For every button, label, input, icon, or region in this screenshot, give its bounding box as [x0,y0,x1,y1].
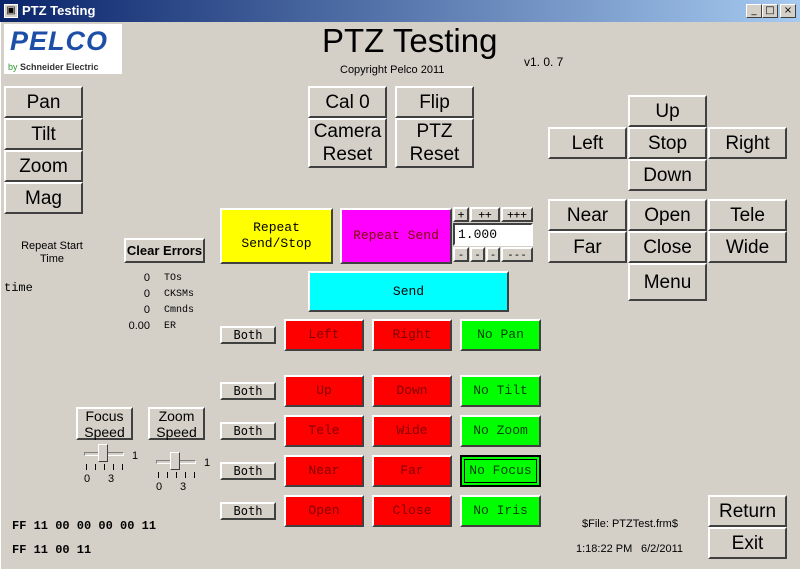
version: v1. 0. 7 [524,55,564,69]
focus-slider-thumb[interactable] [98,444,108,462]
iris-close-button[interactable]: Close [372,495,452,527]
decrement-medium-button[interactable]: - [470,247,485,262]
wide-button[interactable]: Wide [708,231,787,263]
cal-button[interactable]: Cal 0 [308,86,387,118]
pan-left-button[interactable]: Left [284,319,364,351]
stat-cmnds-label: Cmnds [164,305,195,316]
stat-cksms-label: CKSMs [164,289,195,300]
no-iris-button[interactable]: No Iris [460,495,541,527]
stat-cmnds-value: 0 [143,304,150,316]
left-button[interactable]: Left [548,127,627,159]
tele-button[interactable]: Tele [708,199,787,231]
decrement-medium2-button[interactable]: - [486,247,500,262]
flip-button[interactable]: Flip [395,86,474,118]
right-button[interactable]: Right [708,127,787,159]
stat-tos-label: TOs [164,273,183,284]
zoom-speed-min: 0 [156,481,163,493]
zoom-wide-button[interactable]: Wide [372,415,452,447]
pelco-logo: PELCO by Schneider Electric [4,24,122,74]
focus-near-button[interactable]: Near [284,455,364,487]
repeat-send-button[interactable]: Repeat Send [340,208,452,264]
iris-open-button[interactable]: Open [284,495,364,527]
tilt-button[interactable]: Tilt [4,118,83,150]
minimize-button[interactable]: _ [746,4,762,18]
down-button[interactable]: Down [628,159,707,191]
exit-button[interactable]: Exit [708,527,787,559]
zoom-speed-slider[interactable] [156,450,196,480]
file-label: $File: PTZTest.frm$ [582,518,678,530]
clock-date: 6/2/2011 [641,543,684,555]
zoom-speed-max: 3 [180,481,187,493]
up-button[interactable]: Up [628,95,707,127]
clear-errors-button[interactable]: Clear Errors [124,238,205,263]
iris-both-button[interactable]: Both [220,502,276,520]
stat-cksms-value: 0 [143,288,150,300]
tilt-up-button[interactable]: Up [284,375,364,407]
near-button[interactable]: Near [548,199,627,231]
focus-far-button[interactable]: Far [372,455,452,487]
pan-both-button[interactable]: Both [220,326,276,344]
no-tilt-button[interactable]: No Tilt [460,375,541,407]
window-title: PTZ Testing [22,3,96,18]
focus-speed-min: 0 [84,473,91,485]
tilt-down-button[interactable]: Down [372,375,452,407]
logo-brand: PELCO [10,26,109,56]
hex-line-1: FF 11 00 00 00 00 11 [12,519,157,533]
pan-button[interactable]: Pan [4,86,83,118]
clock-time: 1:18:22 PM [576,543,633,555]
focus-speed-value: 1 [132,450,139,462]
logo-sub: by Schneider Electric [8,62,99,72]
page-title: PTZ Testing [322,22,498,59]
no-focus-button[interactable]: No Focus [460,455,541,487]
decrement-small-button[interactable]: - [453,247,469,262]
focus-speed-slider[interactable] [84,442,124,472]
interval-input[interactable]: 1.000 [453,223,533,246]
maximize-button[interactable]: □ [762,4,778,18]
app-icon: ▣ [4,4,18,18]
send-button[interactable]: Send [308,271,509,312]
close-button[interactable]: × [780,4,796,18]
zoom-tele-button[interactable]: Tele [284,415,364,447]
zoom-button[interactable]: Zoom [4,150,83,182]
focus-both-button[interactable]: Both [220,462,276,480]
increment-medium-button[interactable]: ++ [470,207,500,222]
hex-line-2: FF 11 00 11 [12,543,92,557]
stat-tos-value: 0 [143,272,150,284]
title-bar[interactable]: ▣ PTZ Testing _ □ × [0,0,800,22]
zoom-both-button[interactable]: Both [220,422,276,440]
pan-right-button[interactable]: Right [372,319,452,351]
close-iris-button[interactable]: Close [628,231,707,263]
decrement-large-button[interactable]: --- [501,247,533,262]
stat-er-label: ER [164,321,177,332]
no-pan-button[interactable]: No Pan [460,319,541,351]
mag-button[interactable]: Mag [4,182,83,214]
open-button[interactable]: Open [628,199,707,231]
return-button[interactable]: Return [708,495,787,527]
menu-button[interactable]: Menu [628,263,707,301]
focus-speed-max: 3 [108,473,115,485]
stop-button[interactable]: Stop [628,127,707,159]
stat-er-value: 0.00 [128,320,150,332]
zoom-slider-thumb[interactable] [170,452,180,470]
tilt-both-button[interactable]: Both [220,382,276,400]
increment-small-button[interactable]: + [453,207,469,222]
time-label: time [4,281,33,295]
main-window [0,22,800,569]
far-button[interactable]: Far [548,231,627,263]
no-zoom-button[interactable]: No Zoom [460,415,541,447]
zoom-speed-value: 1 [204,457,211,469]
increment-large-button[interactable]: +++ [501,207,533,222]
copyright: Copyright Pelco 2011 [340,64,445,76]
